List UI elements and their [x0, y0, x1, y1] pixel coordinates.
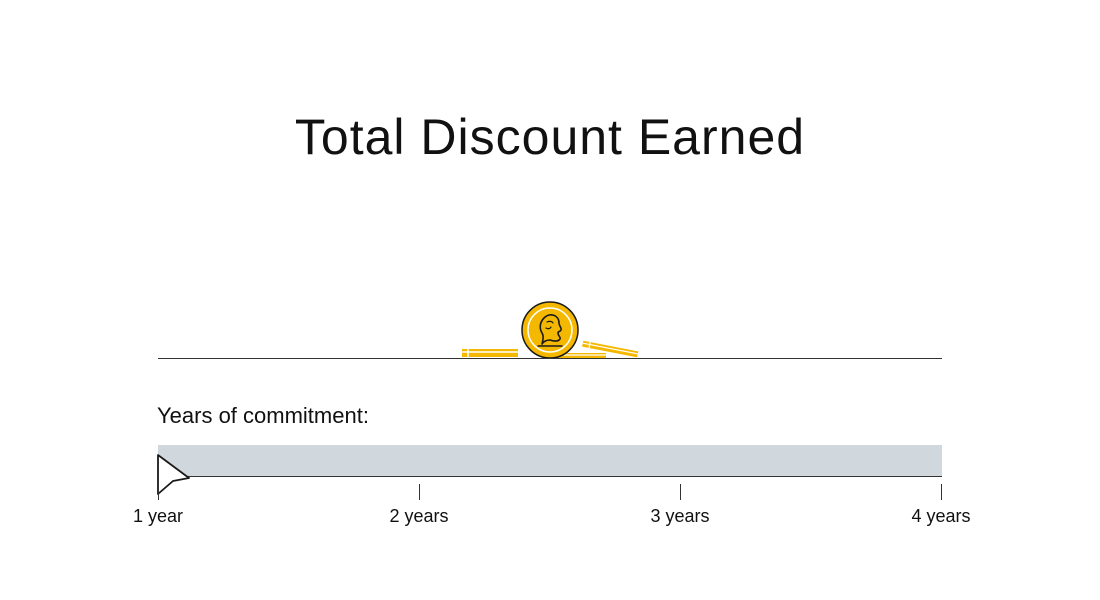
slider-track[interactable] [158, 445, 942, 477]
coin-stack-icon [462, 301, 639, 359]
commitment-label: Years of commitment: [157, 403, 369, 428]
slider-handle[interactable] [156, 453, 192, 495]
tick-mark [941, 484, 942, 500]
tick-mark [158, 484, 159, 500]
tick-mark [419, 484, 420, 500]
ground-line [158, 358, 942, 359]
option-3-years[interactable]: 3 years [650, 506, 710, 526]
option-2-years[interactable]: 2 years [389, 506, 449, 526]
commitment-slider[interactable] [157, 445, 942, 495]
option-1-year[interactable]: 1 year [132, 506, 184, 526]
coin-illustration [158, 290, 942, 370]
page-title: Total Discount Earned [294, 109, 806, 165]
option-4-years[interactable]: 4 years [911, 506, 971, 526]
tick-mark [680, 484, 681, 500]
pointer-arrow-icon [157, 454, 190, 495]
